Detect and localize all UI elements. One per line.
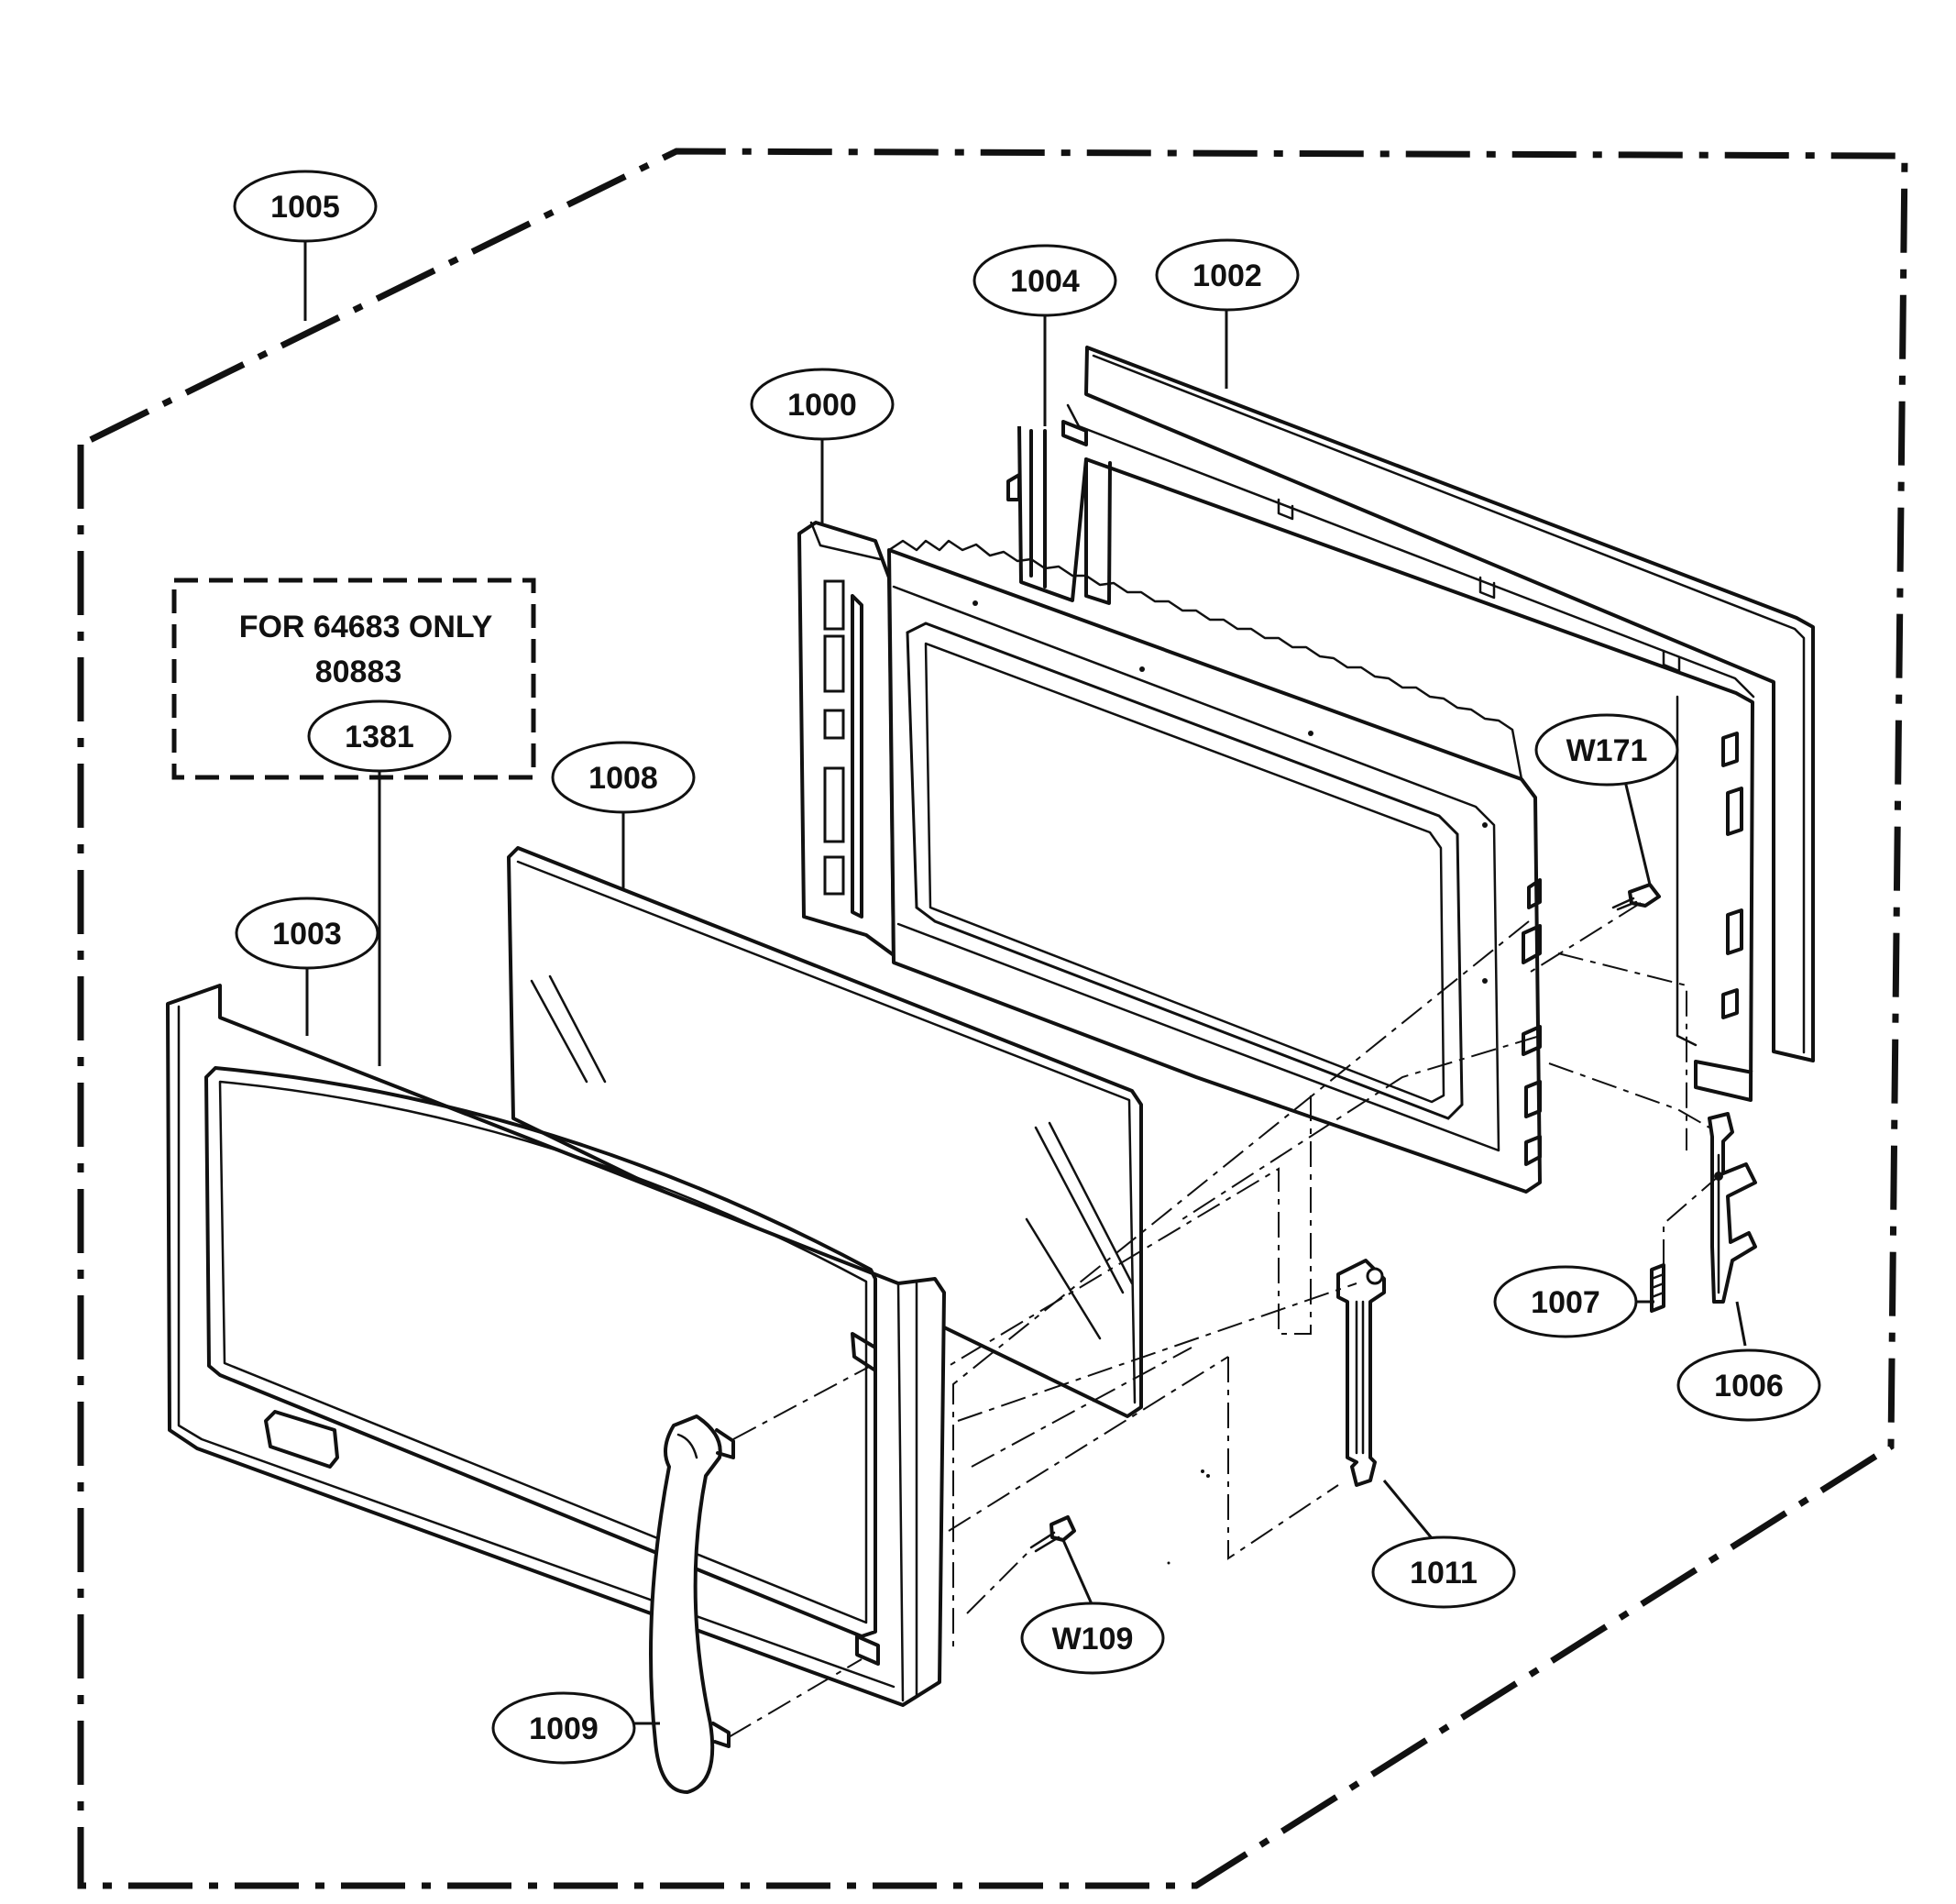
- callout-label: 1008: [588, 761, 658, 796]
- callout-1002: 1002: [1155, 238, 1300, 312]
- callout-label: 1006: [1714, 1369, 1784, 1403]
- part-1003-front-frame: [166, 984, 946, 1707]
- callout-1000: 1000: [750, 368, 895, 441]
- part-1008-door-glass: [507, 846, 1143, 1418]
- callout-1003: 1003: [235, 897, 379, 970]
- callout-label: 1003: [272, 917, 342, 952]
- part-1007-latch-spring: [1650, 1263, 1665, 1313]
- callout-label: 1000: [787, 388, 857, 423]
- callout-label: 1009: [529, 1711, 599, 1746]
- callout-1381: 1381: [307, 699, 452, 773]
- callout-label: 1002: [1192, 259, 1262, 293]
- callout-1006: 1006: [1676, 1348, 1821, 1422]
- part-1002-choke-cover: [1084, 346, 1815, 1062]
- callout-W109: W109: [1020, 1601, 1165, 1675]
- leader-lines: [303, 241, 1747, 1725]
- note-box: [171, 578, 536, 780]
- part-W171-screw: [1611, 883, 1661, 911]
- part-1006-latch-hook: [1708, 1112, 1757, 1304]
- callout-1007: 1007: [1493, 1265, 1638, 1338]
- callout-label: W171: [1566, 733, 1648, 768]
- callout-1005: 1005: [233, 170, 378, 243]
- callout-label: 1011: [1410, 1556, 1478, 1590]
- callout-1011: 1011: [1371, 1535, 1516, 1609]
- assembly-guide-lines: [728, 902, 1720, 1738]
- assembly-boundary: [77, 148, 1908, 1889]
- part-1009-door-handle: [649, 1414, 735, 1794]
- note-line-2: 80883: [315, 655, 402, 689]
- callout-label: 1381: [345, 720, 414, 754]
- part-1011-latch-lever: [1336, 1259, 1386, 1487]
- callout-label: 1004: [1010, 264, 1080, 299]
- note-line-1: FOR 64683 ONLY: [239, 610, 493, 644]
- part-W109-screw: [1029, 1515, 1076, 1553]
- callout-label: 1005: [270, 190, 340, 225]
- part-1000-door-frame: [797, 521, 1542, 1194]
- callout-label: 1007: [1531, 1285, 1600, 1320]
- callout-1008: 1008: [551, 741, 696, 814]
- callout-W171: W171: [1534, 713, 1679, 787]
- callout-label: W109: [1052, 1622, 1134, 1656]
- callout-1004: 1004: [973, 244, 1117, 317]
- callout-1009: 1009: [491, 1691, 636, 1765]
